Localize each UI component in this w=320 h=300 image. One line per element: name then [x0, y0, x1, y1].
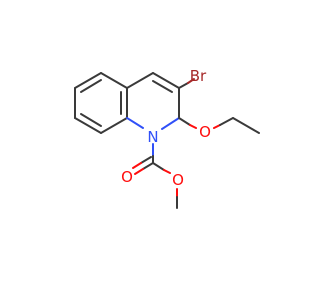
ester-oxygen-label: O — [172, 171, 184, 189]
benzene-ring — [74, 72, 128, 134]
ether-oxygen-label: O — [199, 123, 211, 141]
molecule-diagram: Br N O O O — [74, 67, 260, 209]
carbamate-group — [132, 143, 178, 209]
bromine-label: Br — [190, 67, 207, 85]
c-br-bond — [178, 82, 189, 89]
ethoxy-group — [178, 117, 260, 134]
carbonyl-oxygen-label: O — [121, 168, 133, 186]
nitrogen-label: N — [147, 128, 158, 146]
dihydroquinoline-ring — [126, 72, 180, 130]
